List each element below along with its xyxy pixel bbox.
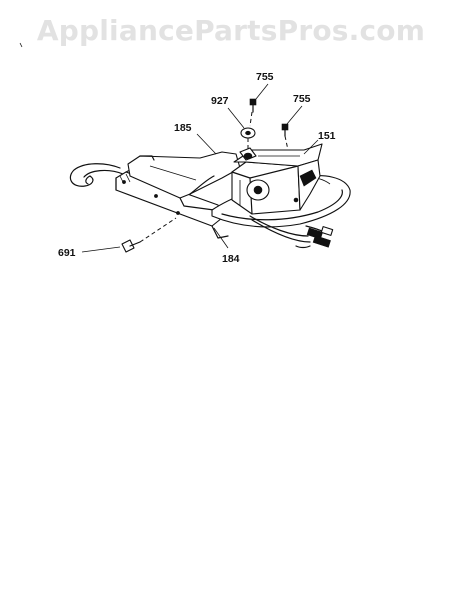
washer-927 (240, 127, 256, 150)
callout-185: 185 (174, 122, 192, 134)
stray-mark (19, 42, 23, 48)
bracket-185 (127, 151, 241, 211)
leader-lines (81, 83, 319, 253)
screw-755-right (281, 123, 289, 151)
hook-part (69, 163, 124, 187)
callout-151: 151 (318, 130, 336, 142)
callout-691: 691 (58, 247, 76, 259)
callout-755-right: 755 (293, 93, 311, 105)
callout-927: 927 (211, 95, 229, 107)
screw-755-left (249, 98, 257, 127)
watermark-text: AppliancePartsPros.com (36, 14, 426, 47)
wire-harness (249, 215, 334, 249)
screw-691 (121, 217, 177, 253)
motor-151 (231, 143, 323, 215)
callout-184: 184 (222, 253, 240, 265)
callout-755-left: 755 (256, 71, 274, 83)
